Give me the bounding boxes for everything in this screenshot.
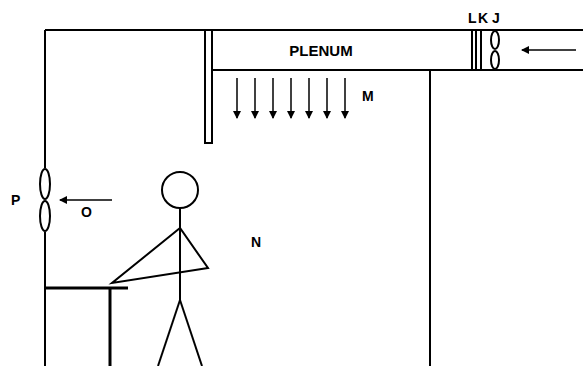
filter (471, 30, 473, 70)
air-arrow (60, 199, 112, 201)
fan-blade (491, 31, 499, 49)
table-top (45, 287, 128, 290)
callout-letter: P (11, 193, 20, 207)
fan-blade (40, 201, 50, 231)
callout-letter: M (362, 89, 374, 103)
wall (44, 30, 46, 168)
air-arrow (344, 78, 346, 118)
air-arrow (522, 49, 576, 51)
filter (480, 30, 482, 70)
callout-letter: N (251, 235, 261, 249)
callout-letter: O (81, 205, 92, 219)
air-arrow (308, 78, 310, 118)
air-arrow (272, 78, 274, 118)
air-arrow (236, 78, 238, 118)
callout-letter: J (492, 11, 500, 25)
ceiling (45, 29, 583, 31)
air-arrow (326, 78, 328, 118)
plenum-space: PLENUM (214, 32, 428, 68)
downflow-arrows (237, 78, 345, 118)
fan-blade (40, 169, 50, 199)
worker-head (162, 172, 198, 208)
region-label: PLENUM (289, 42, 352, 59)
table-leg (109, 288, 112, 366)
wall (429, 70, 431, 366)
worker-leg (180, 300, 202, 366)
wall (44, 232, 46, 366)
partition (205, 30, 212, 143)
worker-arms (112, 228, 208, 283)
air-arrow (290, 78, 292, 118)
worker-leg (158, 300, 180, 366)
worker-body (179, 208, 181, 300)
callout-letter: K (478, 11, 488, 25)
fan-blade (491, 51, 499, 69)
plenum-floor (212, 69, 583, 71)
filter (475, 30, 477, 70)
air-arrow (254, 78, 256, 118)
callout-letter: L (468, 11, 477, 25)
